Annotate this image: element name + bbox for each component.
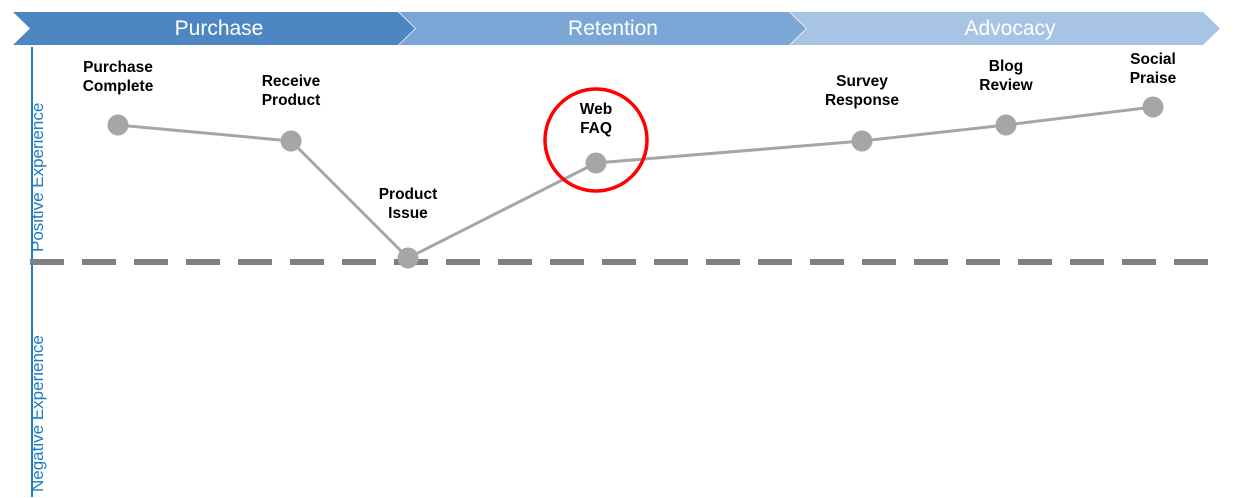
label-web-faq: Web FAQ [579,101,613,137]
label-social-praise: Social Praise [1129,51,1177,87]
stage-advocacy-chevron[interactable] [790,12,1220,45]
stage-label-purchase: Purchase [174,17,264,40]
label-product-issue: Product Issue [378,186,438,222]
marker-purchase-complete[interactable] [107,114,129,136]
stage-label-retention: Retention [568,17,658,40]
stage-banner-group [13,12,1220,45]
axis-label-positive-experience: Positive Experience [28,102,47,252]
marker-web-faq[interactable] [585,152,607,174]
marker-blog-review[interactable] [995,114,1017,136]
label-blog-review: Blog Review [979,58,1033,94]
marker-survey-response[interactable] [851,130,873,152]
label-purchase-complete: Purchase Complete [82,59,154,95]
stage-label-advocacy: Advocacy [964,17,1056,40]
stage-purchase-chevron[interactable] [13,12,415,45]
marker-receive-product[interactable] [280,130,302,152]
data-point-markers [107,96,1164,269]
marker-product-issue[interactable] [397,247,419,269]
web-faq-highlight-circle[interactable] [543,87,649,193]
marker-social-praise[interactable] [1142,96,1164,118]
stage-retention-chevron[interactable] [399,12,806,45]
axis-label-negative-experience: Negative Experience [28,335,47,492]
label-survey-response: Survey Response [824,73,900,109]
label-receive-product: Receive Product [261,73,321,109]
